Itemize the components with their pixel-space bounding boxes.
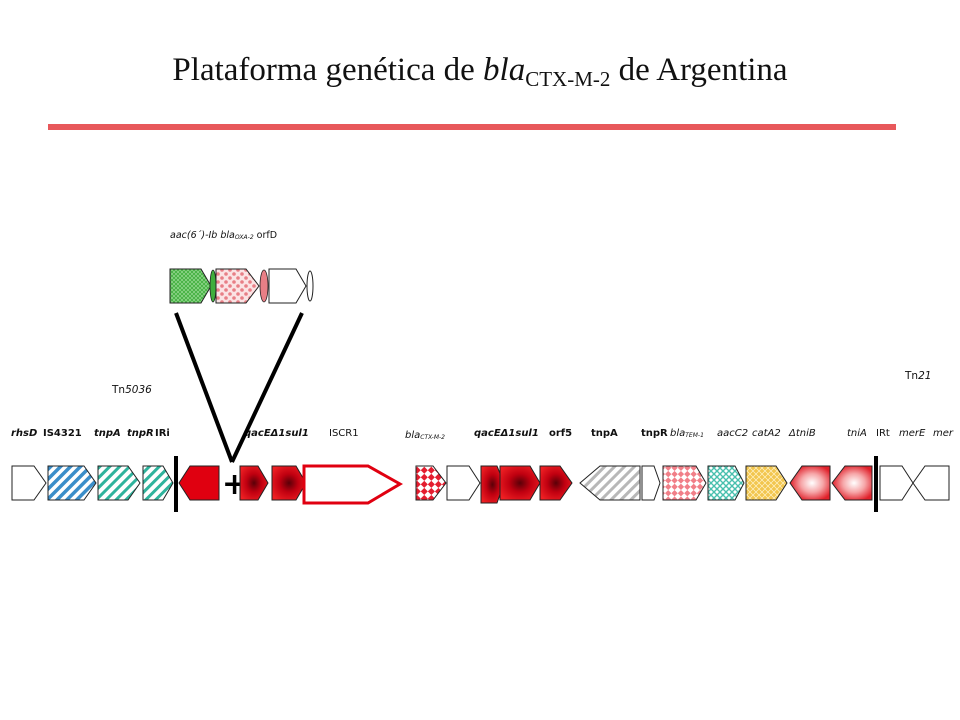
label-tnpa-2: tnpA bbox=[591, 428, 618, 439]
gene-sul1-1 bbox=[271, 465, 307, 501]
gene-bla-tem-1 bbox=[662, 465, 707, 501]
gene-tnpr-2 bbox=[641, 465, 661, 501]
gene-tnpa-2 bbox=[579, 465, 641, 501]
label-aac6: aac(6´)-Ib bbox=[170, 230, 218, 241]
label-irt: IRt bbox=[876, 428, 890, 439]
label-aacc2: aacC2 bbox=[717, 428, 749, 439]
gene-qaceδ1 bbox=[239, 465, 269, 501]
page-title: Plataforma genética de blaCTX-M-2 de Arg… bbox=[0, 52, 960, 92]
label-cata2: catA2 bbox=[752, 428, 781, 439]
gene-row: + bbox=[11, 456, 950, 512]
insert-cassette bbox=[169, 268, 314, 304]
title-suffix: de Argentina bbox=[610, 52, 788, 88]
gene-mere bbox=[879, 465, 914, 501]
label-oxa-sub: OXA-2 bbox=[234, 234, 254, 241]
gene-sul1-2 bbox=[499, 465, 541, 501]
label-tnpa-1: tnpA bbox=[94, 428, 121, 439]
gene-orfd bbox=[268, 268, 307, 304]
attc-site-2 bbox=[259, 269, 269, 303]
label-qac-1: qacEΔ1sul1 bbox=[244, 428, 309, 439]
title-rule bbox=[48, 124, 896, 130]
insertion-line-right bbox=[230, 312, 304, 463]
label-iscr1: ISCR1 bbox=[329, 428, 359, 439]
gene-bla-ctx-m-2 bbox=[415, 465, 447, 501]
insert-label: aac(6´)-Ib blaOXA-2 orfD bbox=[170, 230, 277, 241]
label-is4321: IS4321 bbox=[43, 428, 82, 439]
attc-site-3 bbox=[306, 270, 314, 302]
label-tnib: ΔtniB bbox=[789, 428, 816, 439]
label-mer: mer bbox=[933, 428, 954, 439]
label-iri: IRi bbox=[155, 428, 170, 439]
label-ctx: blaCTX-M-2 bbox=[405, 430, 446, 441]
attc-site-1 bbox=[209, 269, 217, 303]
gene-mer bbox=[912, 465, 950, 501]
gene-tnpr-1 bbox=[142, 465, 174, 501]
gene-is4321 bbox=[47, 465, 97, 501]
gene-cata2 bbox=[745, 465, 788, 501]
label-tn21: Tn21 bbox=[905, 370, 932, 382]
label-tnia: tniA bbox=[847, 428, 867, 439]
label-tem: blaTEM-1 bbox=[670, 428, 704, 439]
label-qac-2: qacEΔ1sul1 bbox=[474, 428, 539, 439]
label-tn5036: Tn5036 bbox=[112, 384, 152, 396]
label-orf5: orf5 bbox=[549, 428, 573, 439]
label-tnpr-1: tnpR bbox=[127, 428, 154, 439]
element-iscr1 bbox=[302, 464, 403, 505]
gene-δtnib bbox=[789, 465, 831, 501]
gene-tnpa-1 bbox=[97, 465, 141, 501]
gene-bla-oxa-2 bbox=[215, 268, 260, 304]
label-rhsd: rhsD bbox=[11, 428, 38, 439]
gene-inti1 bbox=[178, 465, 220, 501]
label-oxa: bla bbox=[220, 230, 235, 241]
gene-tnia bbox=[831, 465, 873, 501]
gene-aac6-ib bbox=[169, 268, 212, 304]
title-gene: bla bbox=[483, 52, 526, 88]
gene-rhsd bbox=[11, 465, 47, 501]
insertion-line-left bbox=[174, 312, 234, 463]
label-tnpr-2: tnpR bbox=[641, 428, 668, 439]
gene-aacc2 bbox=[707, 465, 745, 501]
label-orfd: orfD bbox=[256, 230, 278, 241]
title-gene-sub: CTX-M-2 bbox=[525, 67, 611, 91]
gene-orf5 bbox=[539, 465, 573, 501]
gene-orf3 bbox=[446, 465, 481, 501]
label-mere: merE bbox=[899, 428, 926, 439]
title-prefix: Plataforma genética de bbox=[172, 52, 484, 88]
